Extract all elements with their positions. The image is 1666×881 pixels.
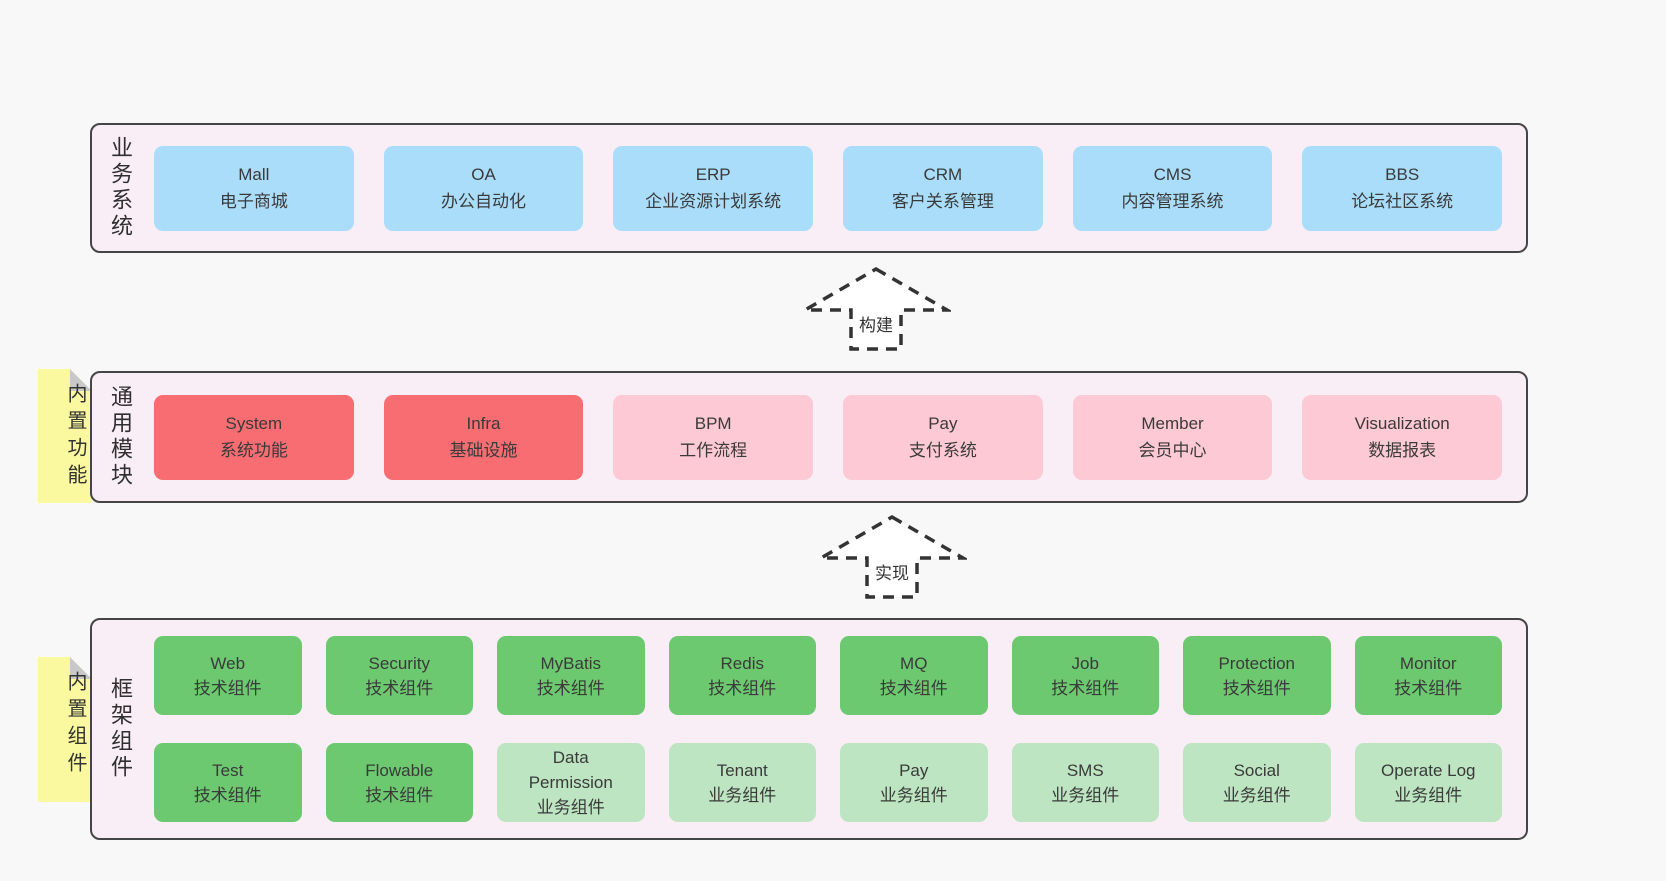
box-social: Social 业务组件	[1183, 743, 1331, 822]
box-web: Web 技术组件	[154, 636, 302, 715]
builtin-feature-tag-label: 内置功能	[64, 383, 86, 491]
box-redis: Redis 技术组件	[668, 636, 816, 715]
box-member: Member 会员中心	[1072, 394, 1273, 480]
box-mall: Mall 电子商城	[154, 145, 354, 231]
up-arrow-icon	[801, 266, 951, 351]
box-security: Security 技术组件	[325, 636, 473, 715]
box-tenant: Tenant 业务组件	[668, 743, 816, 822]
component-row-1: Web 技术组件 Security 技术组件 MyBatis 技术组件 Redi…	[154, 636, 1502, 715]
box-bbs: BBS 论坛社区系统	[1302, 145, 1503, 231]
box-sms: SMS 业务组件	[1011, 743, 1159, 822]
box-mq: MQ 技术组件	[840, 636, 988, 715]
arrow-implement: 实现	[817, 514, 967, 600]
box-job: Job 技术组件	[1011, 636, 1159, 715]
arrow-build: 构建	[801, 266, 951, 352]
layer-common-modules: 通用模块 System 系统功能 Infra 基础设施 BPM 工作流程 Pay…	[90, 371, 1528, 503]
builtin-component-tag-label: 内置组件	[64, 671, 86, 779]
box-oa: OA 办公自动化	[383, 145, 584, 231]
box-crm: CRM 客户关系管理	[843, 145, 1043, 231]
box-cms: CMS 内容管理系统	[1072, 145, 1273, 231]
up-arrow-icon	[817, 514, 967, 599]
builtin-component-tag: 内置组件	[38, 657, 92, 802]
box-visualization: Visualization 数据报表	[1302, 394, 1503, 480]
box-mybatis: MyBatis 技术组件	[497, 636, 645, 715]
box-erp: ERP 企业资源计划系统	[613, 145, 814, 231]
box-bpm: BPM 工作流程	[613, 394, 814, 480]
business-boxes: Mall 电子商城 OA 办公自动化 ERP 企业资源计划系统 CRM 客户关系…	[154, 145, 1503, 231]
box-operate-log: Operate Log 业务组件	[1354, 743, 1502, 822]
layer-label-common-modules: 通用模块	[108, 385, 133, 489]
builtin-feature-tag: 内置功能	[38, 369, 92, 503]
layer-label-business-systems: 业务系统	[108, 136, 133, 240]
arrow-build-label: 构建	[856, 310, 896, 337]
box-test: Test 技术组件	[154, 743, 302, 822]
box-flowable: Flowable 技术组件	[325, 743, 473, 822]
box-infra: Infra 基础设施	[383, 394, 584, 480]
box-data-permission: Data Permission 业务组件	[497, 743, 645, 822]
component-rows: Web 技术组件 Security 技术组件 MyBatis 技术组件 Redi…	[154, 636, 1502, 822]
box-protection: Protection 技术组件	[1183, 636, 1331, 715]
component-row-2: Test 技术组件 Flowable 技术组件 Data Permission …	[154, 743, 1502, 822]
layer-business-systems: 业务系统 Mall 电子商城 OA 办公自动化 ERP 企业资源计划系统 CRM…	[90, 123, 1528, 253]
layer-framework-components: 框架组件 Web 技术组件 Security 技术组件 MyBatis 技术组件…	[90, 618, 1528, 840]
box-system: System 系统功能	[154, 394, 354, 480]
box-monitor: Monitor 技术组件	[1354, 636, 1502, 715]
layer-label-framework-components: 框架组件	[108, 677, 133, 781]
box-pay: Pay 支付系统	[843, 394, 1043, 480]
module-boxes: System 系统功能 Infra 基础设施 BPM 工作流程 Pay 支付系统…	[154, 394, 1503, 480]
arrow-implement-label: 实现	[872, 558, 912, 585]
box-pay-biz: Pay 业务组件	[840, 743, 988, 822]
